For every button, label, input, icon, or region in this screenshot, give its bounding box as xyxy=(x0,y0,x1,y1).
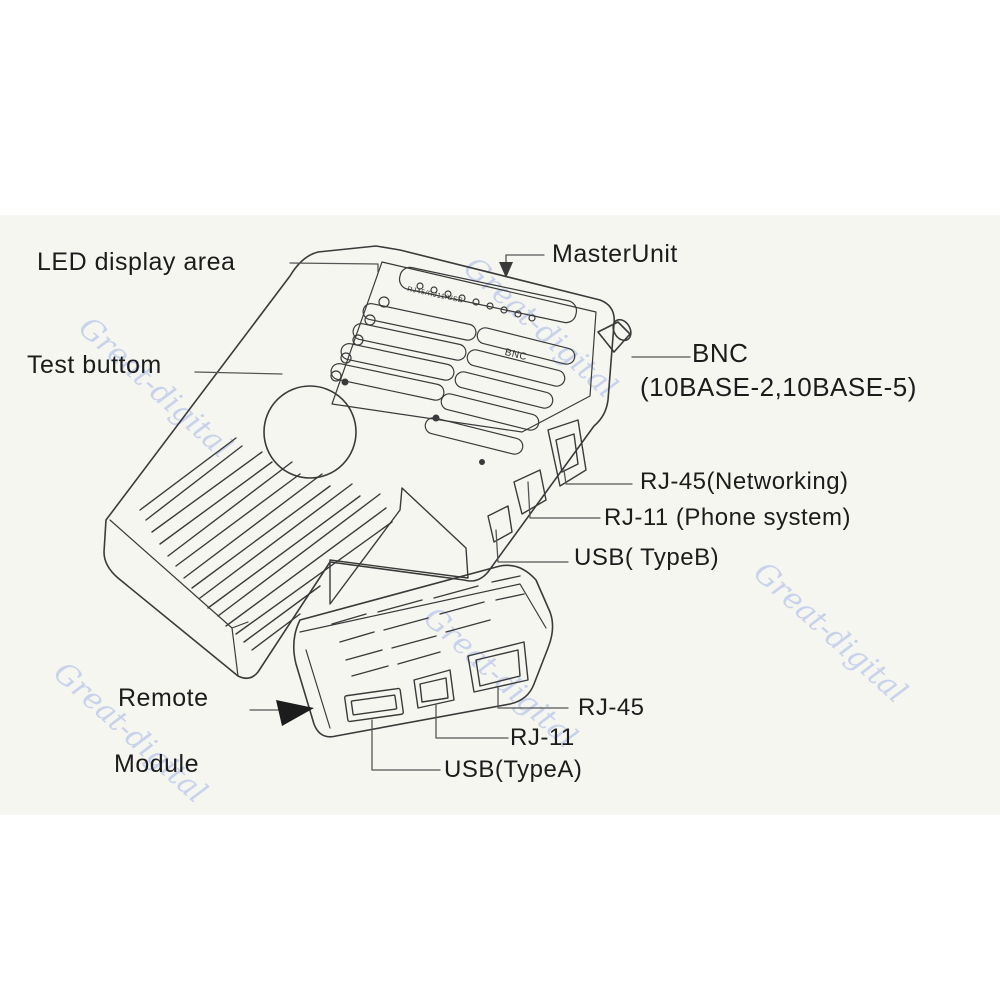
label-rj11-remote: RJ-11 xyxy=(510,724,575,751)
label-usb-typeb: USB( TypeB) xyxy=(574,544,720,571)
label-led-display-area: LED display area xyxy=(37,248,236,276)
remote-module-body xyxy=(292,564,554,738)
led-dots xyxy=(341,378,485,465)
remote-ports xyxy=(344,641,529,723)
label-rj45-networking: RJ-45(Networking) xyxy=(640,468,849,495)
label-bnc: BNC xyxy=(692,338,749,368)
remote-arrow-icon xyxy=(276,700,314,726)
cradle-slot xyxy=(329,487,469,605)
test-button xyxy=(263,385,357,479)
remote-ribs xyxy=(331,575,525,677)
label-bnc-types: (10BASE-2,10BASE-5) xyxy=(640,372,917,402)
leader-lines xyxy=(194,254,691,771)
led-panel xyxy=(330,266,578,455)
label-rj11-phone: RJ-11 (Phone system) xyxy=(604,504,851,531)
background-band xyxy=(0,215,1000,815)
grip-ribs xyxy=(139,437,393,651)
label-module: Module xyxy=(114,750,199,778)
bnc-connector xyxy=(597,318,632,353)
label-rj45-remote: RJ-45 xyxy=(578,694,645,721)
master-unit-arrow-icon xyxy=(499,262,513,278)
label-remote: Remote xyxy=(118,684,209,712)
master-ports xyxy=(487,419,587,543)
label-master-unit: MasterUnit xyxy=(552,240,678,268)
label-usb-typea: USB(TypeA) xyxy=(444,756,583,783)
label-test-button: Test buttom xyxy=(27,351,162,379)
